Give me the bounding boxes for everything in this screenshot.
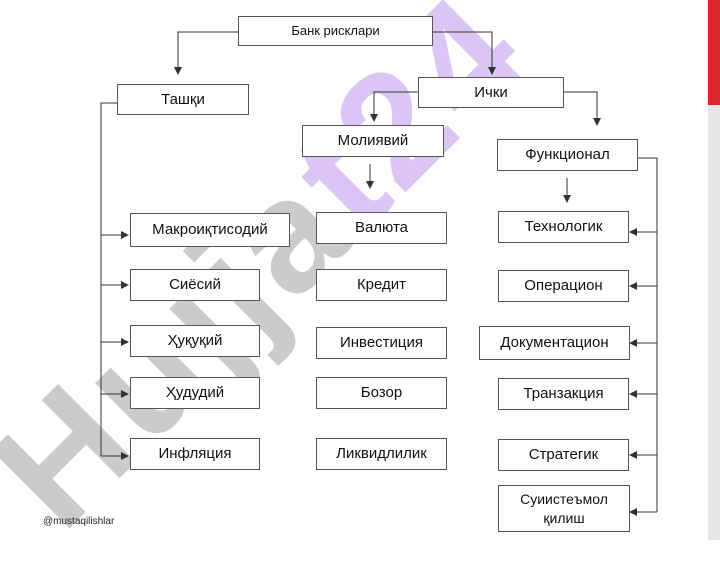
node-financial-item: Валюта (316, 212, 447, 244)
edge-external-bracket (100, 102, 117, 456)
author-credit: @mustaqilishlar (43, 516, 115, 527)
node-functional-item: Операцион (498, 270, 629, 302)
node-external-item: Сиёсий (130, 269, 260, 301)
node-root: Банк рисклари (238, 16, 433, 46)
node-functional-item: Документацион (479, 326, 630, 360)
node-financial-item: Инвестиция (316, 327, 447, 359)
node-functional-item: Стратегик (498, 439, 629, 471)
edge-functional-bracket (638, 157, 658, 512)
accent-bar-red (708, 0, 720, 105)
node-external-item: Макроиқтисодий (130, 213, 290, 247)
node-functional-item: Технологик (498, 211, 629, 243)
node-functional: Функционал (497, 139, 638, 171)
node-functional-item: Суиистеъмол қилиш (498, 485, 630, 532)
node-external: Ташқи (117, 84, 249, 115)
node-internal: Ички (418, 77, 564, 108)
accent-bar-gray (708, 105, 720, 540)
edge-internal-functional (564, 91, 601, 126)
node-external-item: Ҳудудий (130, 377, 260, 409)
node-financial: Молиявий (302, 125, 444, 157)
edge-internal-financial (370, 91, 418, 122)
node-external-item: Инфляция (130, 438, 260, 470)
node-financial-item: Бозор (316, 377, 447, 409)
node-financial-item: Ликвидлилик (316, 438, 447, 470)
node-financial-item: Кредит (316, 269, 447, 301)
node-external-item: Ҳуқуқий (130, 325, 260, 357)
edge-root-internal (432, 31, 496, 75)
connector-lines (100, 31, 658, 516)
edge-root-external (174, 31, 238, 75)
node-functional-item: Транзакция (498, 378, 629, 410)
